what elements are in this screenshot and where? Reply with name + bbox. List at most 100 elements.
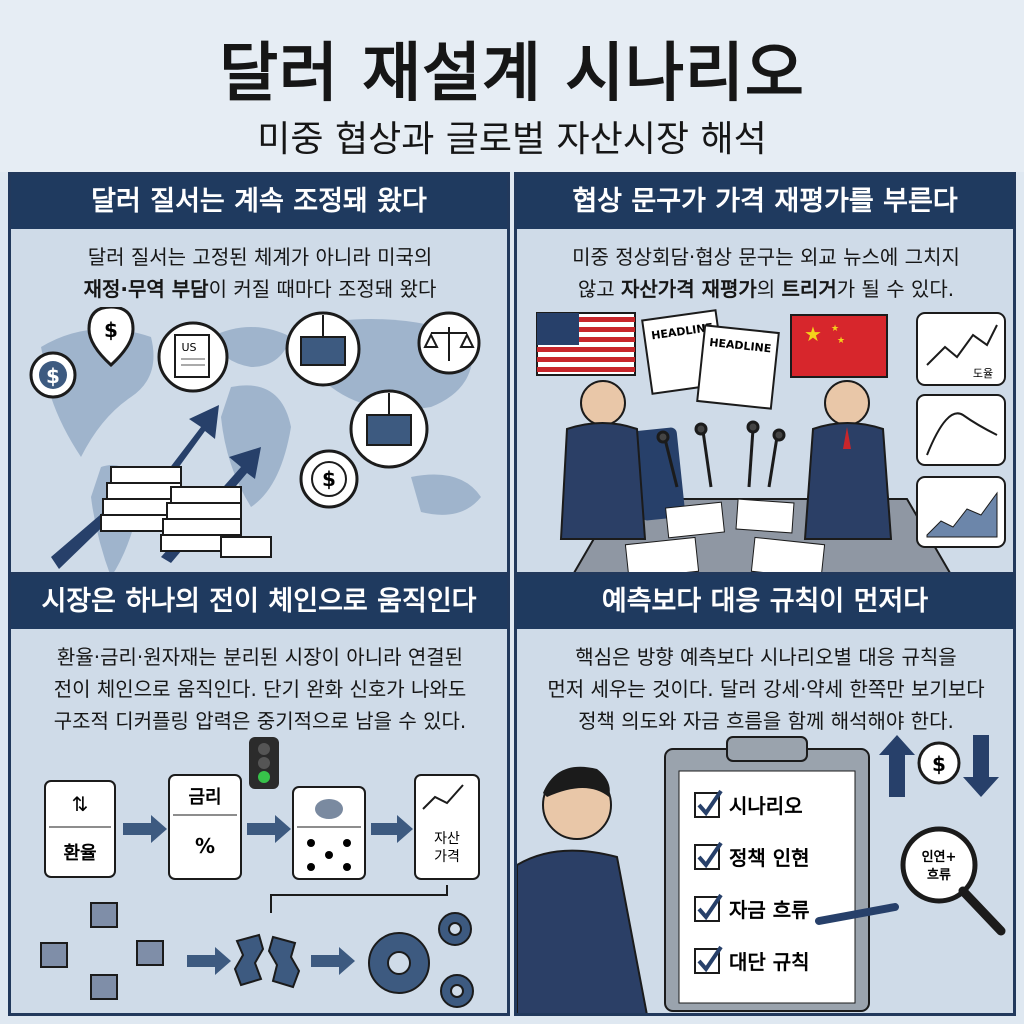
card-label: 가격 [434, 849, 460, 865]
checklist-item: 정책 인현 [694, 841, 810, 870]
text-span: 의 [756, 277, 782, 301]
magnifier-label: 흐류 [927, 868, 951, 883]
bold-phrase: 재정·무역 부담 [83, 277, 209, 301]
us-flag-icon [536, 312, 636, 376]
paper-stack-icon [100, 466, 272, 558]
panel-heading: 협상 문구가 가격 재평가를 부른다 [517, 175, 1013, 229]
svg-text:★: ★ [804, 322, 822, 346]
document-icon: US [157, 321, 229, 393]
checklist-label: 정책 인현 [729, 846, 810, 870]
page-header: 달러 재설계 시나리오 미중 협상과 글로벌 자산시장 해석 [0, 0, 1024, 172]
svg-text:$: $ [104, 318, 118, 342]
interest-rate-card: 금리 % [168, 774, 242, 880]
panel-text: 환율·금리·원자재는 분리된 시장이 아니라 연결된 전이 체인으로 움직인다.… [19, 641, 501, 737]
text-span: 이 커질 때마다 조정돼 왔다 [208, 277, 437, 301]
scales-icon [417, 311, 481, 375]
checklist-item: 자금 흐류 [694, 893, 810, 922]
checklist-label: 자금 흐류 [729, 898, 810, 922]
panel-negotiation: 협상 문구가 가격 재평가를 부른다 미중 정상회담·협상 문구는 외교 뉴스에… [514, 172, 1016, 584]
newspaper-icon: HEADLINE HEADLINE [641, 309, 780, 410]
doc-label: US [181, 341, 196, 354]
check-mark-icon [697, 841, 723, 869]
page-subtitle: 미중 협상과 글로벌 자산시장 해석 [257, 119, 767, 160]
card-label: 자산 [434, 831, 460, 847]
magnifier-icon: 인연+ 흐류 [900, 826, 1006, 936]
arrow-icon [247, 815, 291, 843]
text-span: 않고 [577, 277, 621, 301]
panel-text-line: 않고 자산가격 재평가의 트리거가 될 수 있다. [525, 273, 1007, 305]
svg-text:★: ★ [837, 336, 845, 346]
container-icon [285, 311, 361, 387]
card-label: 금리 [188, 787, 221, 808]
dollar-coin-icon: $ [299, 449, 359, 509]
panel-text-line: 미중 정상회담·협상 문구는 외교 뉴스에 그치지 [572, 245, 960, 269]
dollar-up-down-icon: $ [879, 735, 999, 797]
bold-phrase: 트리거 [781, 277, 837, 301]
asset-price-card: 자산 가격 [414, 774, 480, 880]
panel-text-line: 전이 체인으로 움직인다. 단기 완화 신호가 나와도 [53, 677, 467, 701]
meeting-table-icon [559, 380, 956, 581]
china-flag-icon: ★ ★ ★ [790, 314, 888, 378]
broken-chain-icon [233, 933, 301, 989]
panel-text-line: 핵심은 방향 예측보다 시나리오별 대응 규칙을 [575, 645, 957, 669]
dollar-coin-icon: $ [29, 351, 77, 399]
svg-text:$: $ [322, 467, 336, 491]
text-span: 가 될 수 있다. [836, 277, 955, 301]
businessman-icon [517, 766, 648, 1013]
panel-dollar-order: 달러 질서는 계속 조정돼 왔다 달러 질서는 고정된 체계가 아니라 미국의 … [8, 172, 510, 584]
panel-text: 핵심은 방향 예측보다 시나리오별 대응 규칙을 먼저 세우는 것이다. 달러 … [525, 641, 1007, 737]
check-mark-icon [697, 945, 723, 973]
panel-text: 달러 질서는 고정된 체계가 아니라 미국의 재정·무역 부담이 커질 때마다 … [19, 241, 501, 305]
headline-text: HEADLINE [709, 336, 772, 355]
chain-illustration: ⇅ 환율 금리 % 자산 가격 [40, 737, 480, 1008]
world-map-illustration: $ $ US $ [29, 307, 481, 577]
card-label: % [195, 834, 215, 858]
checklist-label: 시나리오 [729, 794, 803, 818]
chart-bubble-icon: 도율 [916, 312, 1006, 386]
magnifier-label: 인연+ [922, 849, 957, 865]
svg-text:⇅: ⇅ [72, 792, 89, 816]
bold-phrase: 자산가격 재평가 [621, 277, 757, 301]
exchange-rate-card: ⇅ 환율 [44, 780, 116, 878]
svg-text:★: ★ [831, 324, 839, 334]
card-label: 환율 [63, 842, 96, 864]
commodities-card [292, 786, 366, 880]
location-pin-dollar-icon: $ [87, 307, 135, 368]
panel-heading: 달러 질서는 계속 조정돼 왔다 [11, 175, 507, 229]
arrow-icon [123, 815, 167, 843]
curve-chart-bubble-icon [916, 394, 1006, 466]
panel-text-line: 환율·금리·원자재는 분리된 시장이 아니라 연결된 [56, 645, 464, 669]
panel-heading: 시장은 하나의 전이 체인으로 움직인다 [11, 575, 507, 629]
panel-text-line: 재정·무역 부담이 커질 때마다 조정돼 왔다 [19, 273, 501, 305]
checklist-item: 시나리오 [694, 789, 803, 818]
supply-chain-boxes-icon [40, 902, 164, 1000]
check-mark-icon [697, 789, 723, 817]
panel-text: 미중 정상회담·협상 문구는 외교 뉴스에 그치지 않고 자산가격 재평가의 트… [525, 241, 1007, 305]
arrow-icon [371, 815, 413, 843]
connector-line [270, 885, 448, 913]
chart-label: 도율 [973, 367, 993, 380]
panel-heading: 예측보다 대응 규칙이 먼저다 [517, 575, 1013, 629]
checklist-item: 대단 규칙 [694, 945, 810, 974]
area-chart-bubble-icon [916, 476, 1006, 548]
cargo-crane-icon [349, 389, 429, 469]
summit-illustration: HEADLINE HEADLINE ★ ★ ★ [536, 309, 1006, 581]
panel-text-line: 정책 의도와 자금 흐름을 함께 해석해야 한다. [578, 709, 954, 733]
gears-icon [368, 912, 474, 1008]
check-mark-icon [697, 893, 723, 921]
checklist-label: 대단 규칙 [729, 950, 810, 974]
svg-text:$: $ [932, 752, 946, 776]
arrow-icon [311, 947, 355, 975]
pen-icon [815, 903, 899, 925]
arrow-icon [187, 947, 231, 975]
page-title: 달러 재설계 시나리오 [219, 37, 805, 111]
panel-text-line: 먼저 세우는 것이다. 달러 강세·약세 한쪽만 보기보다 [547, 677, 985, 701]
panel-response-rules: 예측보다 대응 규칙이 먼저다 핵심은 방향 예측보다 시나리오별 대응 규칙을… [514, 572, 1016, 1016]
panel-transmission-chain: 시장은 하나의 전이 체인으로 움직인다 환율·금리·원자재는 분리된 시장이 … [8, 572, 510, 1016]
panel-text-line: 달러 질서는 고정된 체계가 아니라 미국의 [87, 245, 433, 269]
panel-text-line: 구조적 디커플링 압력은 중기적으로 남을 수 있다. [53, 709, 467, 733]
traffic-light-icon [249, 737, 279, 789]
svg-text:$: $ [46, 364, 60, 388]
